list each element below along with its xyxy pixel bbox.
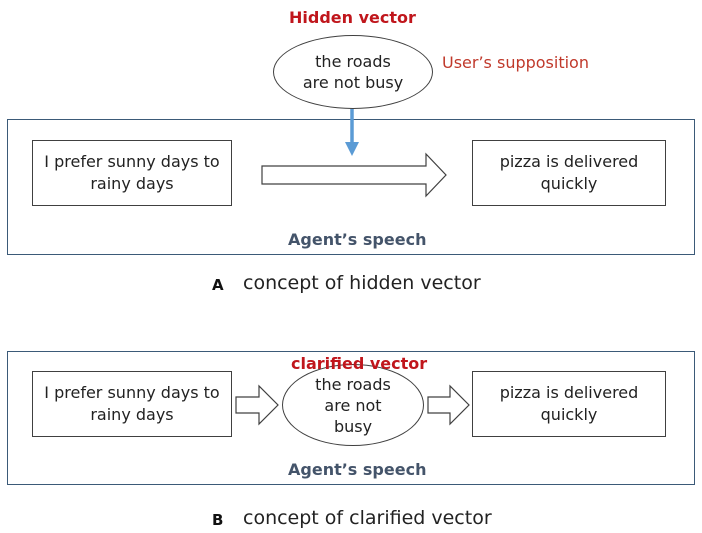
caption-letter-b: B [212,511,224,529]
caption-text-b: concept of clarified vector [243,507,492,529]
caption-text-a: concept of hidden vector [243,272,481,294]
agent-speech-label-a: Agent’s speech [288,230,427,249]
caption-letter-a: A [212,276,224,294]
agent-speech-label-b: Agent’s speech [288,460,427,479]
arrow-premise-to-vector [235,384,279,426]
premise-box-a: I prefer sunny days to rainy days [32,140,232,206]
arrow-vector-to-conclusion [427,384,470,426]
premise-box-b: I prefer sunny days to rainy days [32,371,232,437]
agent-speech-panel-b [7,351,695,485]
user-supposition-label: User’s supposition [442,53,589,72]
clarified-vector-ellipse: the roads are not busy [282,364,424,446]
conclusion-box-a: pizza is delivered quickly [472,140,666,206]
conclusion-box-b: pizza is delivered quickly [472,371,666,437]
hidden-vector-label: Hidden vector [289,8,416,27]
user-supposition-ellipse: the roads are not busy [273,35,433,109]
clarified-vector-label: clarified vector [291,354,428,373]
